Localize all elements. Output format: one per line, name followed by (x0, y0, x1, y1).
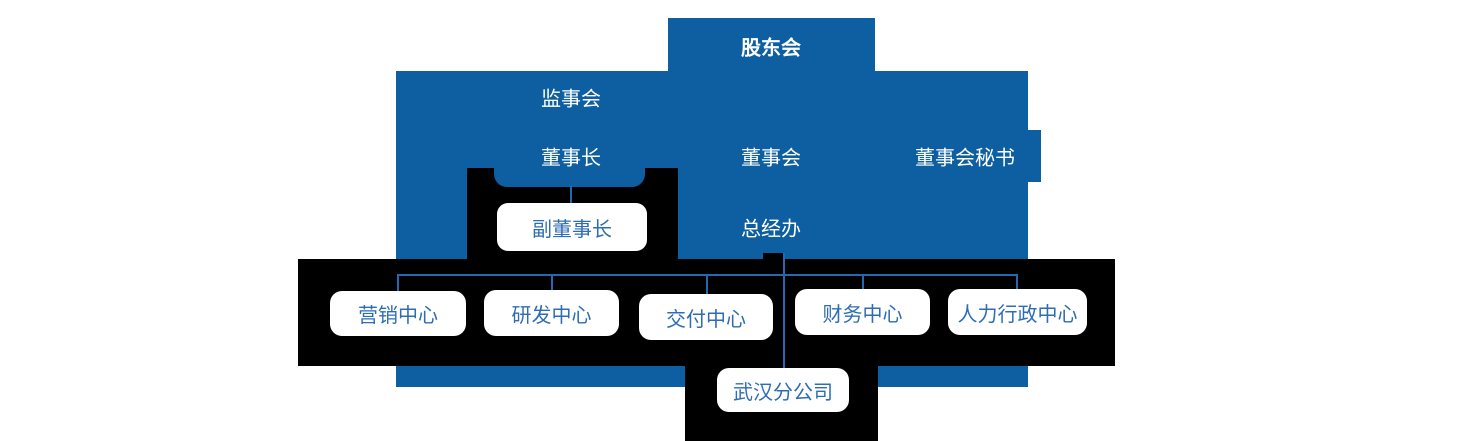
connector-drop-finance (862, 274, 864, 290)
connector-stem-to-wuhan (783, 253, 785, 369)
connector-drop-rnd (551, 274, 553, 292)
node-delivery-center: 交付中心 (639, 294, 773, 340)
node-wuhan-branch-label: 武汉分公司 (733, 381, 833, 404)
cutout-stem-notch (763, 253, 783, 260)
node-rnd-center-label: 研发中心 (511, 304, 592, 327)
node-marketing-center-label: 营销中心 (358, 305, 438, 327)
node-supervisory-board-label: 监事会 (541, 88, 601, 111)
node-vice-chairman-label: 副董事长 (532, 218, 612, 241)
connector-drop-delivery (706, 274, 708, 295)
node-finance-center: 财务中心 (795, 289, 930, 335)
connector-drop-marketing (397, 274, 399, 292)
right-edge-tab (1028, 130, 1041, 182)
node-wuhan-branch: 武汉分公司 (717, 368, 849, 412)
node-board-label: 董事会 (741, 147, 801, 170)
node-gm-office-label: 总经办 (741, 218, 801, 241)
node-delivery-center-label: 交付中心 (666, 308, 746, 331)
node-finance-center-label: 财务中心 (822, 303, 903, 326)
node-rnd-center: 研发中心 (484, 290, 619, 336)
node-marketing-center: 营销中心 (330, 291, 466, 336)
connector-chairman-to-vice-chairman (570, 186, 572, 204)
node-shareholders-label: 股东会 (741, 37, 801, 60)
node-vice-chairman: 副董事长 (497, 203, 647, 251)
chairman-hanging-tab (494, 168, 645, 187)
node-chairman-label: 董事长 (541, 147, 601, 170)
node-board-secretary-label: 董事会秘书 (915, 147, 1015, 170)
node-hr-admin-center: 人力行政中心 (948, 289, 1087, 335)
shareholders-header-block (668, 18, 875, 71)
connector-drop-hr-admin (1016, 274, 1018, 290)
node-hr-admin-center-label: 人力行政中心 (957, 303, 1078, 326)
